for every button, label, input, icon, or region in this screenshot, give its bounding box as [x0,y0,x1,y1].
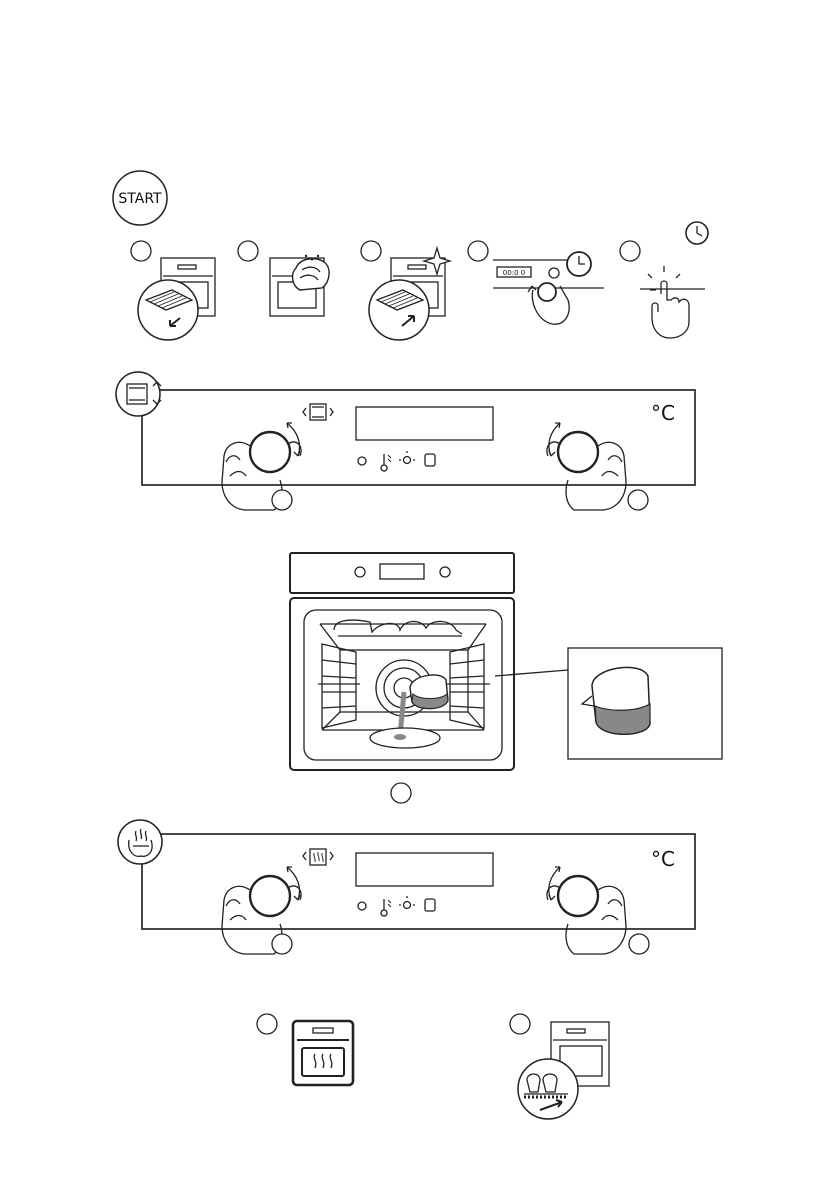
shelf-insert-sparkle-icon [369,248,450,340]
steam-heat-icon [293,1021,353,1085]
clock-icon [686,222,708,244]
start-badge: START [113,171,167,225]
muffin-shelf-icon [518,1022,609,1119]
step-marker [131,241,151,261]
clock-set-icon: 00:0 0 [493,252,604,324]
step-marker [628,490,648,510]
oven-cavity-diagram [290,553,514,770]
step-marker [238,241,258,261]
step-marker [629,934,649,954]
finger-press-icon [640,266,705,338]
step-marker [272,490,292,510]
celsius-unit: °C [651,847,675,871]
wipe-oven-icon [270,255,329,316]
control-panel-2: °C [118,820,695,954]
start-label: START [118,191,162,207]
timer-display-value: 00:0 0 [503,269,525,277]
step-marker [510,1014,530,1034]
control-panel-1: °C [116,372,695,510]
water-jug-icon [400,675,448,736]
shelf-remove-icon [138,258,215,340]
celsius-unit: °C [651,401,675,425]
step-marker [620,241,640,261]
water-jug-zoom [568,648,722,759]
steam-clean-badge [118,820,162,864]
step-marker [391,783,411,803]
oven-function-badge [116,372,161,416]
step-marker [468,241,488,261]
step-marker [272,934,292,954]
step-marker [361,241,381,261]
step-marker [257,1014,277,1034]
